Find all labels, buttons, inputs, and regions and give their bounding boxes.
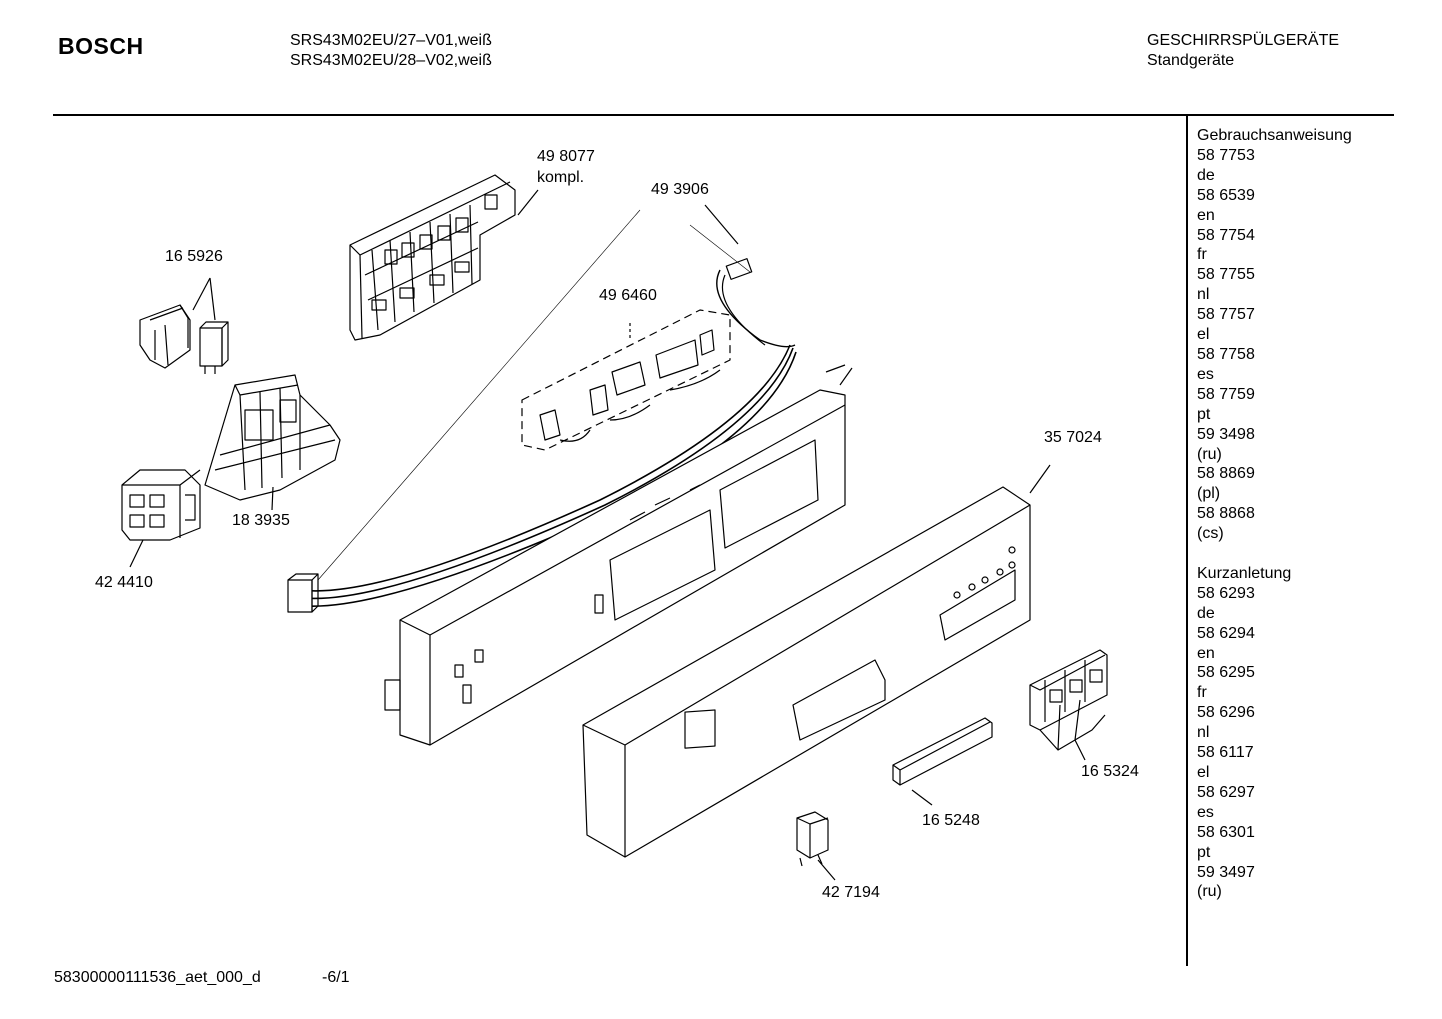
- label-493906: 49 3906: [651, 181, 709, 198]
- front-panel-part[interactable]: [582, 486, 1031, 858]
- label-498077: 49 8077: [537, 148, 595, 165]
- short-number: 58 6294: [1197, 624, 1255, 642]
- category-title: GESCHIRRSPÜLGERÄTE: [1147, 32, 1340, 49]
- leader-498077: [517, 189, 539, 216]
- manual-lang: de: [1197, 166, 1215, 184]
- short-lang: nl: [1197, 724, 1210, 742]
- manual-number: 58 7753: [1197, 146, 1255, 164]
- manual-number: 58 7754: [1197, 226, 1255, 244]
- manual-lang: en: [1197, 206, 1215, 224]
- short-number: 58 6301: [1197, 823, 1255, 841]
- short-lang: en: [1197, 644, 1215, 662]
- leader-165926: [192, 277, 216, 321]
- model-line-2: SRS43M02EU/28–V02,weiß: [290, 52, 492, 69]
- short-number: 58 6297: [1197, 783, 1255, 801]
- leader-183935: [271, 486, 274, 511]
- label-427194: 42 7194: [822, 884, 880, 901]
- short-number: 58 6293: [1197, 584, 1255, 602]
- manual-lang: (pl): [1197, 485, 1221, 503]
- leader-frame: [839, 367, 853, 386]
- label-498077-note: kompl.: [537, 169, 585, 186]
- label-424410: 42 4410: [95, 574, 153, 591]
- manual-number: 58 8868: [1197, 505, 1255, 523]
- manual-lang: pt: [1197, 405, 1211, 423]
- short-number: 59 3497: [1197, 863, 1255, 881]
- small-switch-part[interactable]: [796, 811, 829, 867]
- leader-493906: [704, 204, 739, 245]
- label-183935: 18 3935: [232, 512, 290, 529]
- label-165248: 16 5248: [922, 812, 980, 829]
- model-line-1: SRS43M02EU/27–V01,weiß: [290, 32, 492, 49]
- short-lang: el: [1197, 763, 1210, 781]
- leader-cable-thin: [317, 209, 641, 581]
- short-lang: pt: [1197, 843, 1211, 861]
- label-496460: 49 6460: [599, 287, 657, 304]
- connector-set-part[interactable]: [521, 309, 731, 451]
- manual-number: 58 7757: [1197, 306, 1255, 324]
- footer-page: -6/1: [322, 969, 350, 986]
- short-lang: es: [1197, 803, 1214, 821]
- leader-357024: [1029, 464, 1051, 494]
- brand-logo: BOSCH: [58, 33, 144, 59]
- button-block-part[interactable]: [1029, 649, 1108, 731]
- manual-title: Gebrauchsanweisung: [1197, 127, 1352, 144]
- leader-165324: [1039, 699, 1106, 761]
- manual-lang: (cs): [1197, 525, 1224, 543]
- section-gap: [1197, 544, 1352, 564]
- switch-block-part[interactable]: [121, 469, 201, 541]
- leader-424410: [129, 539, 144, 568]
- button-strip-part[interactable]: [892, 717, 993, 786]
- short-lang: fr: [1197, 684, 1207, 702]
- short-lang: (ru): [1197, 883, 1222, 901]
- label-165324: 16 5324: [1081, 763, 1139, 780]
- subcategory-title: Standgeräte: [1147, 52, 1235, 69]
- relay-part[interactable]: [199, 321, 229, 374]
- label-357024: 35 7024: [1044, 429, 1102, 446]
- leader-427194: [817, 859, 836, 881]
- cover-cap-part[interactable]: [139, 304, 191, 369]
- manual-lang: es: [1197, 365, 1214, 383]
- panel-frame-part[interactable]: [384, 364, 846, 746]
- short-number: 58 6296: [1197, 704, 1255, 722]
- manual-lang: nl: [1197, 286, 1210, 304]
- housing-part[interactable]: [204, 374, 341, 501]
- header-divider: [53, 114, 1394, 116]
- label-165926: 16 5926: [165, 248, 223, 265]
- leader-165248: [911, 789, 933, 806]
- footer-doc-id: 58300000111536_aet_000_d: [54, 969, 261, 986]
- short-number: 58 6117: [1197, 744, 1254, 762]
- manual-number: 58 8869: [1197, 465, 1255, 483]
- manual-lang: el: [1197, 326, 1210, 344]
- manual-number: 58 6539: [1197, 186, 1255, 204]
- manual-lang: fr: [1197, 246, 1207, 264]
- short-title: Kurzanletung: [1197, 564, 1292, 582]
- short-number: 58 6295: [1197, 664, 1255, 682]
- manual-number: 58 7758: [1197, 345, 1255, 363]
- short-lang: de: [1197, 604, 1215, 622]
- manual-number: 59 3498: [1197, 425, 1255, 443]
- manual-number: 58 7755: [1197, 266, 1255, 284]
- documents-sidebar: Gebrauchsanweisung 58 7753 de 58 6539 en…: [1197, 126, 1352, 902]
- electronic-module-part[interactable]: [349, 174, 516, 341]
- manual-number: 58 7759: [1197, 385, 1255, 403]
- manual-lang: (ru): [1197, 445, 1222, 463]
- sidebar-divider: [1186, 114, 1188, 966]
